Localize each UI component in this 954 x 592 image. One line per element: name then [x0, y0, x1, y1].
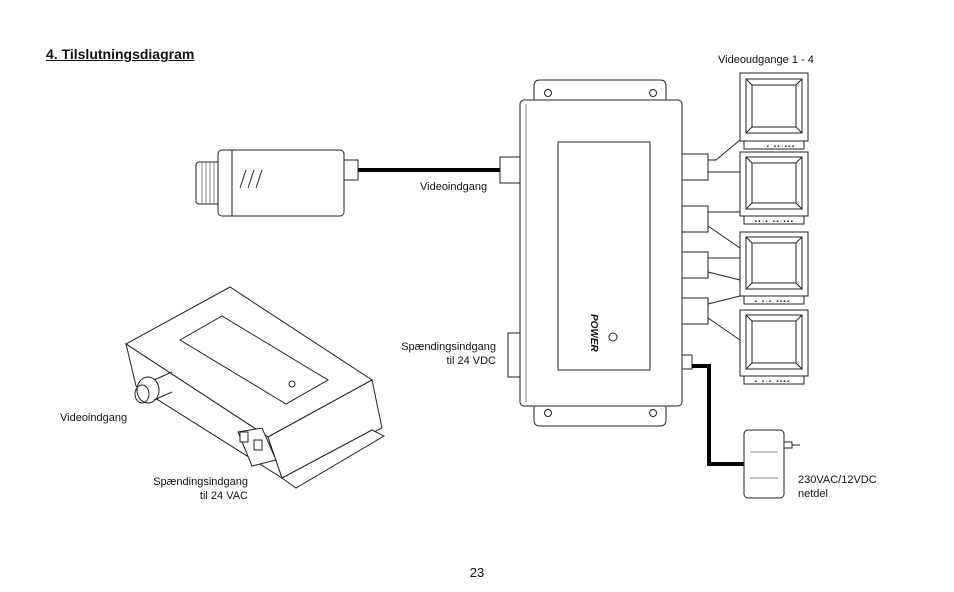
distribution-amplifier: POWER [499, 79, 709, 427]
monitor-2: ▪▪·▪ ▪▪·▪▪▪ [739, 151, 809, 225]
power-input-label-top: Spændingsindgang til 24 VDC [380, 340, 496, 368]
video-input-label-left: Videoindgang [60, 412, 128, 424]
video-input-label-top: Videoindgang [420, 181, 488, 193]
power-input-label-left-line2: til 24 VAC [199, 490, 248, 502]
svg-text:▪ ▪▪·▪▪▪: ▪ ▪▪·▪▪▪ [766, 143, 795, 150]
page-number: 23 [469, 565, 485, 580]
monitor-1: ▪ ▪▪·▪▪▪ [739, 72, 809, 150]
power-text: POWER [588, 314, 599, 353]
power-input-label-top-line1: Spændingsindgang [401, 341, 496, 353]
video-outputs-label: Videoudgange 1 - 4 [718, 54, 814, 66]
page-title: 4. Tilslutningsdiagram [46, 46, 195, 62]
power-input-label-left-line1: Spændingsindgang [153, 476, 248, 488]
monitor-3: ▪ ▪·▪ ▪▪▪▪ [739, 231, 809, 305]
monitor-4: ▪ ▪·▪ ▪▪▪▪ [739, 309, 809, 385]
power-input-label-left: Spændingsindgang til 24 VAC [130, 475, 248, 503]
svg-text:▪ ▪·▪ ▪▪▪▪: ▪ ▪·▪ ▪▪▪▪ [754, 378, 790, 385]
small-amplifier [125, 286, 386, 489]
adapter-label: 230VAC/12VDC netdel [798, 473, 877, 501]
adapter-label-line2: netdel [798, 488, 828, 500]
camera-device [195, 149, 500, 217]
svg-text:▪ ▪·▪ ▪▪▪▪: ▪ ▪·▪ ▪▪▪▪ [754, 298, 790, 305]
output-cables [707, 139, 741, 341]
svg-text:▪▪·▪ ▪▪·▪▪▪: ▪▪·▪ ▪▪·▪▪▪ [754, 218, 794, 225]
power-input-label-top-line2: til 24 VDC [446, 355, 496, 367]
power-adapter [692, 364, 800, 499]
adapter-label-line1: 230VAC/12VDC [798, 474, 877, 486]
